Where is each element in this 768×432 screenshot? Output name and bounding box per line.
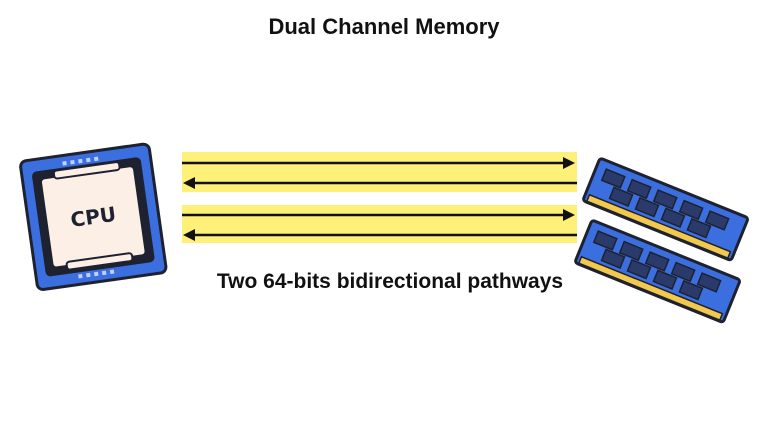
channel-1 (182, 152, 577, 192)
channel-1-arrow-to-memory (182, 157, 575, 169)
channel-2-arrow-to-memory (182, 209, 575, 221)
ram-module-1 (582, 157, 749, 262)
channel-2 (182, 205, 577, 243)
channel-1-arrow-to-cpu (183, 177, 577, 189)
channel-1-band (182, 152, 577, 192)
channel-2-band (182, 205, 577, 243)
pathways-caption: Two 64-bits bidirectional pathways (216, 270, 564, 293)
cpu-chip-icon: CPU (19, 142, 168, 291)
ram-module-icon (574, 157, 749, 324)
channel-2-arrow-to-cpu (183, 229, 577, 241)
diagram-title: Dual Channel Memory (268, 14, 500, 39)
ram-module-2 (574, 219, 741, 324)
